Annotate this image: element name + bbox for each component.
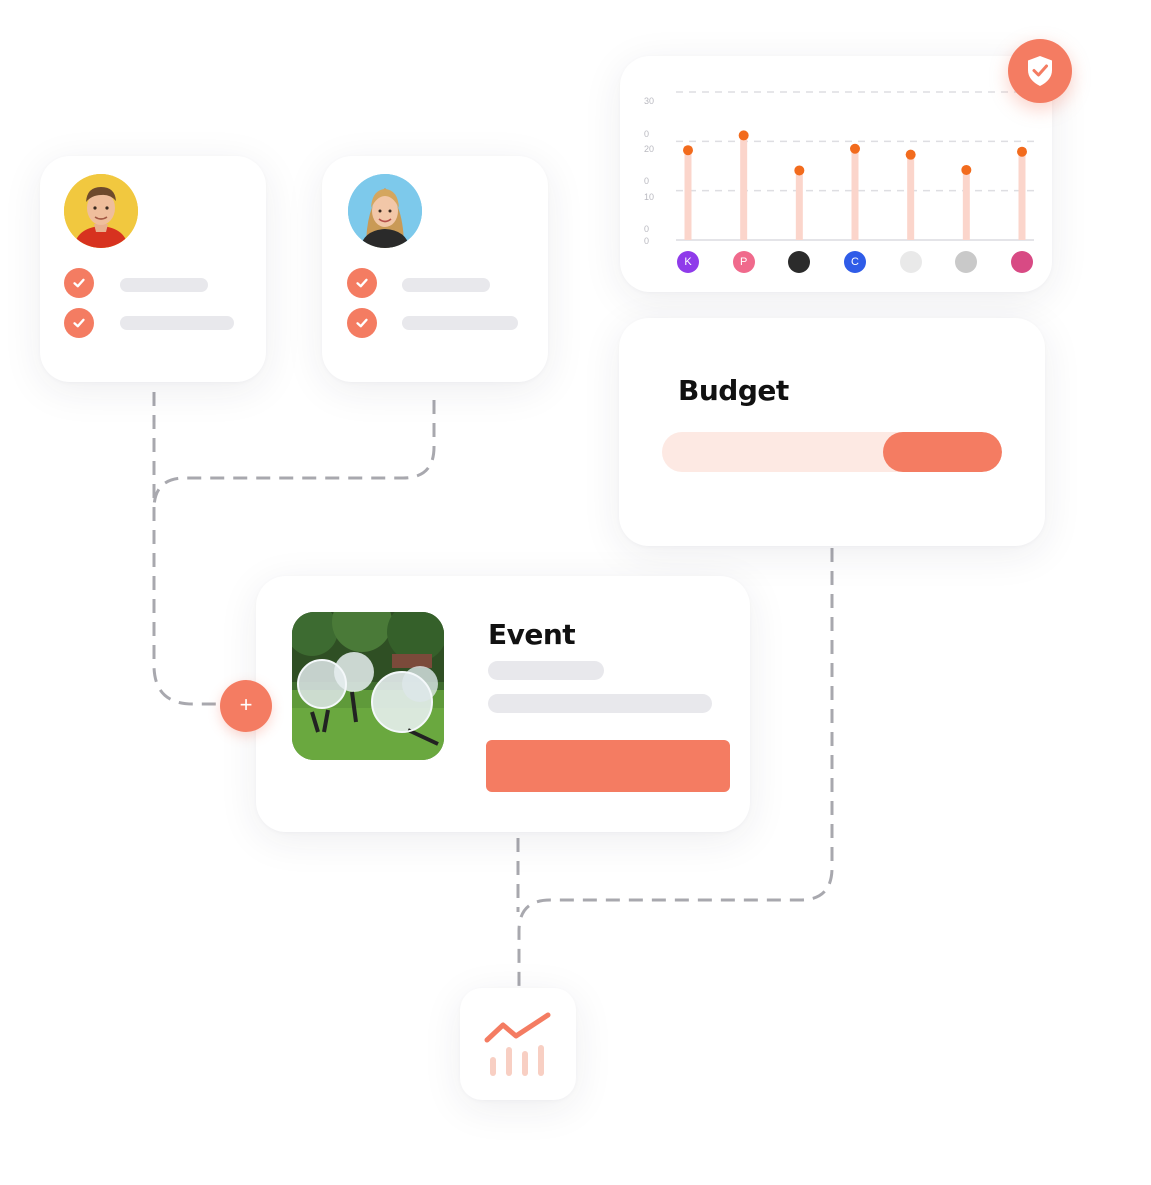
placeholder-line — [402, 316, 518, 330]
event-image — [292, 612, 444, 760]
placeholder-line — [488, 661, 604, 680]
data-point — [961, 164, 972, 175]
check-icon — [347, 308, 377, 338]
placeholder-line — [488, 694, 712, 713]
y-tick-label: 20 — [644, 144, 654, 154]
y-tick-label: 10 — [644, 192, 654, 202]
data-point — [905, 149, 916, 160]
y-tick-label: 0 — [644, 129, 649, 139]
data-point — [1017, 146, 1027, 157]
budget-progress-track — [662, 432, 1002, 472]
y-tick-label: 0 — [644, 176, 649, 186]
connector-person2-join — [152, 400, 436, 510]
budget-progress-fill[interactable] — [883, 432, 1002, 472]
check-icon — [64, 268, 94, 298]
participant-avatar[interactable] — [788, 251, 811, 273]
participant-avatar[interactable]: K — [677, 251, 699, 273]
bar — [740, 135, 748, 240]
y-tick-label: 30 — [644, 96, 654, 106]
participant-initial: C — [851, 255, 859, 268]
participant-avatar[interactable] — [1011, 251, 1033, 273]
bar — [684, 150, 692, 240]
y-tick-label: 0 — [644, 236, 649, 246]
task-card-1 — [40, 156, 266, 382]
task-card-2 — [322, 156, 548, 382]
avatar — [348, 174, 422, 248]
chart-card: 30 0 20 0 10 0 0 K P C — [620, 56, 1052, 292]
plus-icon: + — [239, 692, 253, 717]
placeholder-line — [120, 316, 234, 330]
check-icon — [347, 268, 377, 298]
analytics-tile[interactable] — [460, 988, 576, 1100]
bar — [1018, 151, 1026, 240]
participant-avatar[interactable] — [899, 251, 922, 273]
event-card: Event — [256, 576, 750, 832]
data-point — [850, 143, 860, 154]
participant-avatar[interactable] — [955, 251, 978, 273]
participant-avatar[interactable]: P — [732, 251, 755, 273]
y-tick-label: 0 — [644, 224, 649, 234]
budget-title: Budget — [678, 374, 789, 407]
shield-check-badge[interactable] — [1008, 39, 1072, 103]
participant-initial: P — [739, 255, 748, 268]
connector-person1-to-event — [152, 392, 220, 706]
bar — [907, 154, 915, 240]
participant-initial: K — [684, 255, 692, 268]
data-point — [683, 145, 693, 156]
event-title: Event — [488, 618, 576, 651]
bar — [795, 170, 803, 240]
data-point — [738, 130, 749, 141]
event-action-button[interactable] — [486, 740, 730, 792]
budget-card: Budget — [619, 318, 1045, 546]
placeholder-line — [402, 278, 490, 292]
participant-avatar[interactable]: C — [844, 251, 866, 273]
trend-chart-icon — [484, 1012, 551, 1076]
bar — [851, 148, 859, 240]
check-icon — [64, 308, 94, 338]
participant-chart: 30 0 20 0 10 0 0 — [644, 91, 1034, 246]
add-button[interactable]: + — [220, 680, 272, 732]
placeholder-line — [120, 278, 208, 292]
bar — [962, 169, 970, 240]
avatar — [64, 174, 138, 248]
data-point — [794, 165, 805, 176]
shield-check-icon — [1028, 56, 1052, 86]
